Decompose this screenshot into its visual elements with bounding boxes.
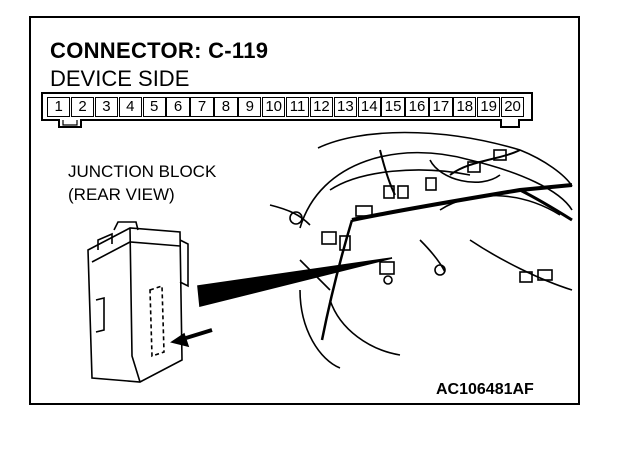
connector-pin: 8 [214, 97, 238, 117]
connector-pin: 12 [309, 97, 334, 117]
connector-pin: 7 [190, 97, 214, 117]
figure-code: AC106481AF [436, 381, 534, 398]
connector-outline [41, 92, 533, 128]
connector-pin: 20 [500, 97, 525, 117]
connector-pin: 3 [94, 97, 119, 117]
diagram-frame [29, 16, 580, 405]
connector-pin: 13 [333, 97, 357, 117]
connector-pin: 19 [477, 97, 501, 117]
connector-pin: 4 [118, 97, 142, 117]
connector-side-label: DEVICE SIDE [50, 66, 190, 91]
connector-pin: 11 [285, 97, 310, 117]
connector-pin: 6 [166, 97, 190, 117]
connector-pin: 14 [357, 97, 381, 117]
connector-title: CONNECTOR: C-119 [50, 38, 269, 63]
connector-pin: 5 [142, 97, 166, 117]
connector-pin: 15 [381, 97, 405, 117]
junction-block-body [87, 227, 183, 383]
connector-pin: 17 [429, 97, 453, 117]
junction-block-label: JUNCTION BLOCK [68, 162, 217, 181]
connector-pin: 1 [47, 97, 71, 117]
connector-pin: 18 [453, 97, 477, 117]
connector-pin: 9 [238, 97, 262, 117]
connector-pin: 10 [262, 97, 286, 117]
connector-pin: 2 [70, 97, 95, 117]
rear-view-label: (REAR VIEW) [68, 185, 175, 204]
connector-pin: 16 [405, 97, 429, 117]
